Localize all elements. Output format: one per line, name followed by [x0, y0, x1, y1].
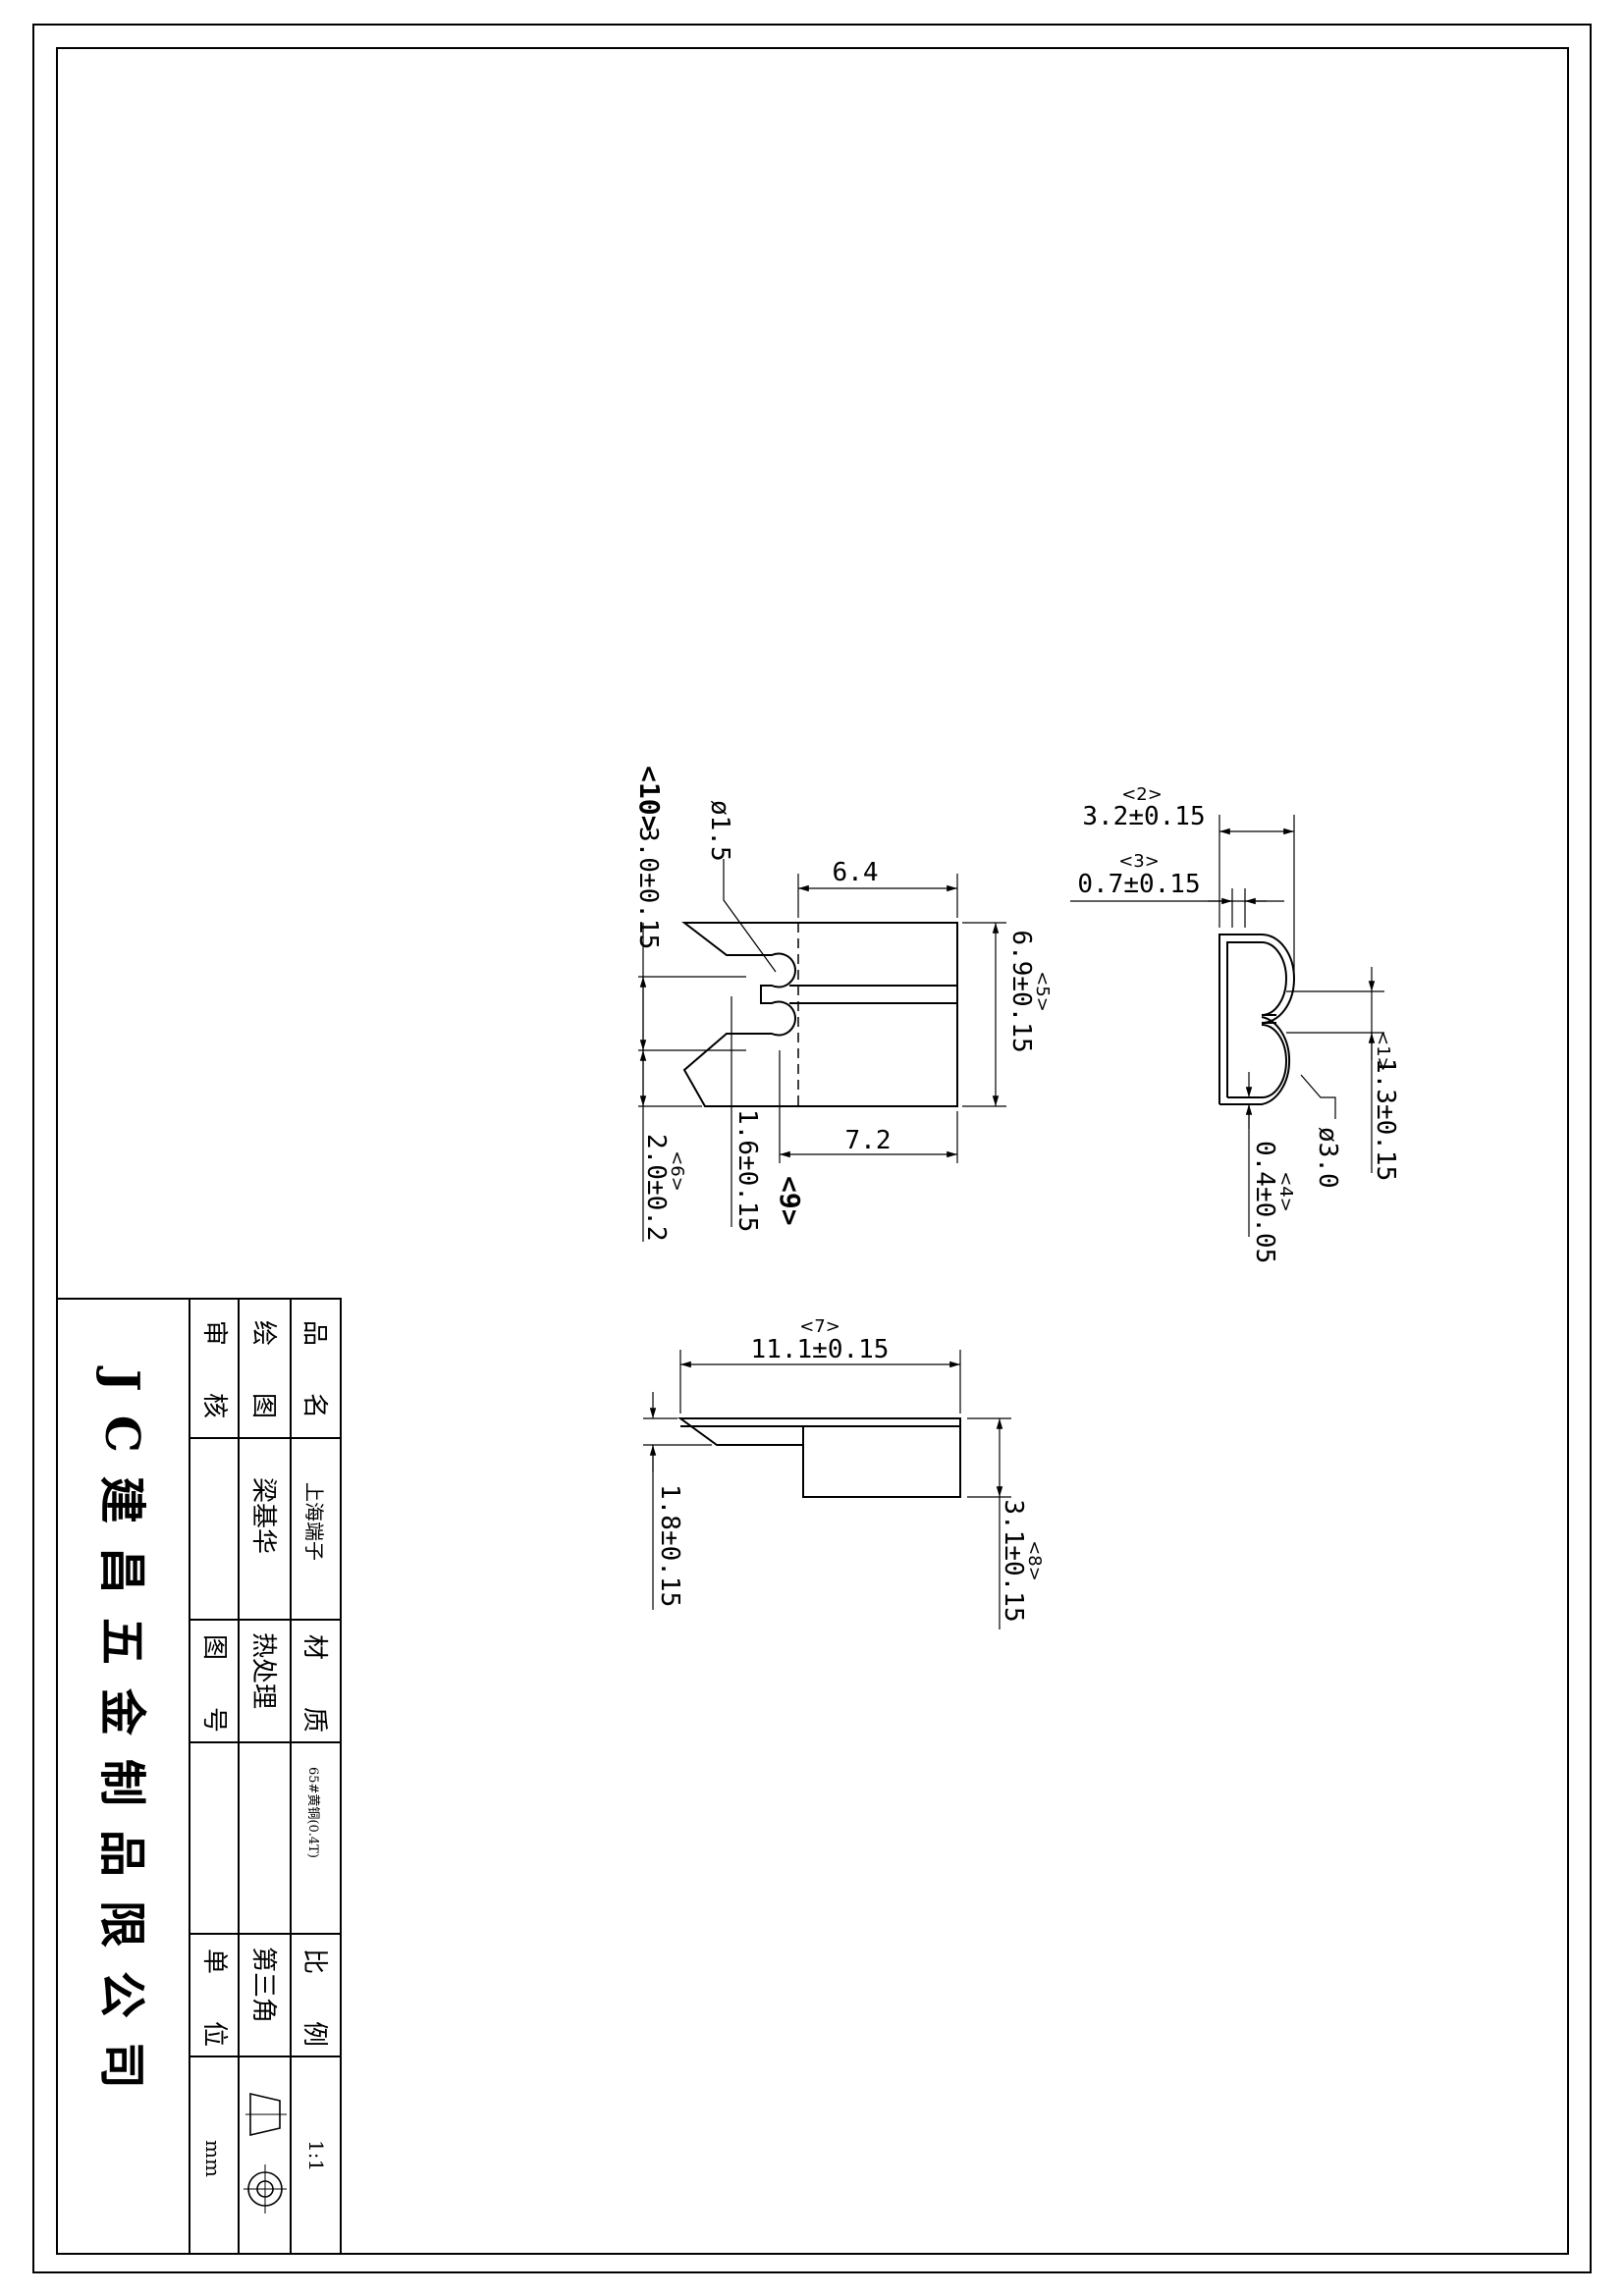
side-view-dimensions [1070, 815, 1384, 1237]
label-material: 材质 [299, 1634, 329, 1780]
dim-10-tag: <10> [633, 766, 666, 831]
value-material: 65#黄铜(0.4T) [305, 1767, 320, 1858]
dim-2-value: 3.2±0.15 [1082, 802, 1205, 831]
dim-5-value: 6.9±0.15 [1006, 930, 1036, 1052]
label-heat-treatment: 热处理 [248, 1632, 278, 1709]
title-block [56, 1298, 342, 2255]
value-product-name: 上海端子 [302, 1482, 326, 1561]
value-unit: mm [201, 2140, 225, 2177]
outer-border [32, 24, 1592, 2273]
dim-1-8-value: 1.8±0.15 [655, 1484, 684, 1607]
dim-hole-1-5: ø1.5 [705, 800, 734, 862]
dim-7-value: 11.1±0.15 [751, 1335, 890, 1364]
inner-border [56, 47, 1569, 2255]
dim-4-tag: <4> [1275, 1171, 1296, 1212]
dim-8-value: 3.1±0.15 [999, 1499, 1028, 1622]
company-name: JC建昌五金制品限公司 [94, 1365, 149, 2112]
front-view-outline [677, 1417, 961, 1498]
dim-6-tag: <6> [667, 1150, 687, 1192]
dim-3-tag: <3> [1118, 851, 1160, 872]
value-scale: 1:1 [304, 2140, 328, 2171]
title-block-values: 上海端子 梁基华 65#黄铜(0.4T) 1:1 mm [201, 1477, 328, 2177]
dim-8-tag: <8> [1024, 1540, 1045, 1581]
front-view-labels: <7> 11.1±0.15 1.8±0.15 <8> 3.1±0.15 [655, 1316, 1045, 1623]
front-view-dimensions [643, 1350, 1011, 1629]
label-scale: 比例 [299, 1949, 329, 2094]
top-view [681, 922, 958, 1107]
value-drawn-by: 梁基华 [248, 1477, 278, 1554]
dim-5-tag: <5> [1032, 971, 1053, 1012]
label-projection: 第三角 [248, 1947, 278, 2023]
center-slot [789, 985, 957, 1004]
dim-1-value: 1.3±0.15 [1371, 1058, 1400, 1181]
dim-3-value: 0.7±0.15 [1077, 870, 1200, 899]
title-block-labels: 品名 绘图 审核 材质 热处理 图号 比例 第三角 单位 [199, 1320, 329, 2094]
label-drawing-no: 图号 [199, 1634, 229, 1780]
label-unit: 单位 [199, 1949, 229, 2094]
dim-9-value: 1.6±0.15 [732, 1109, 762, 1232]
dim-10-value: 3.0±0.15 [633, 827, 663, 949]
third-angle-projection-icon [244, 2092, 287, 2214]
side-view [1218, 934, 1295, 1105]
top-view-labels: 6.4 7.2 <10> 3.0±0.15 ø1.5 <5> 6.9±0.15 … [633, 766, 1053, 1242]
dim-1-tag: <1> [1373, 1031, 1393, 1072]
dim-2-tag: <2> [1121, 784, 1163, 805]
top-view-dimensions [638, 859, 1006, 1242]
dim-6-value: 2.0±0.2 [641, 1134, 671, 1242]
dim-7-2: 7.2 [845, 1126, 892, 1155]
top-view-outline [681, 922, 958, 1107]
label-checked-by: 审核 [199, 1320, 229, 1466]
dim-4-value: 0.4±0.05 [1250, 1141, 1279, 1263]
side-view-outline [1218, 934, 1295, 1105]
dim-6-4: 6.4 [833, 858, 879, 887]
dim-dia-3-0: ø3.0 [1313, 1127, 1342, 1189]
label-drawn-by: 绘图 [248, 1320, 278, 1466]
side-view-labels: <2> 3.2±0.15 <3> 0.7±0.15 <1> 1.3±0.15 ø… [1077, 784, 1400, 1263]
label-product-name: 品名 [299, 1320, 329, 1466]
front-view [677, 1417, 961, 1498]
dim-9-tag: <9> [774, 1176, 806, 1226]
dim-7-tag: <7> [799, 1316, 840, 1337]
